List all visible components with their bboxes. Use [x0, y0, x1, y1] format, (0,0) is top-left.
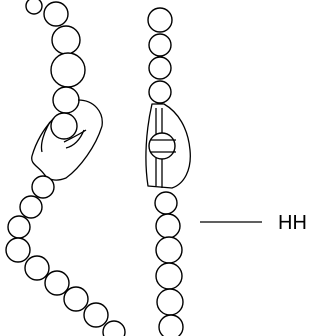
bead: [25, 0, 43, 15]
callout-label: HH: [278, 212, 307, 234]
bead: [7, 215, 31, 239]
bead: [83, 302, 109, 328]
bead: [155, 262, 183, 290]
bead: [155, 213, 181, 239]
bead: [158, 314, 184, 336]
bead: [50, 52, 86, 88]
right-clasp: [145, 103, 191, 189]
bead: [51, 25, 81, 55]
bead: [148, 33, 172, 57]
bead: [31, 175, 55, 199]
right-chain-upper: [147, 7, 173, 104]
bead: [43, 1, 69, 27]
left-clasp: [31, 99, 103, 181]
bead: [148, 132, 176, 160]
bead: [148, 80, 172, 104]
bead: [5, 237, 31, 263]
bead: [19, 195, 43, 219]
bead: [50, 112, 78, 140]
bead: [154, 191, 178, 215]
bead: [148, 56, 172, 80]
bead: [52, 86, 80, 114]
right-chain-lower: [154, 191, 184, 336]
bead: [147, 7, 173, 33]
bead: [44, 270, 70, 296]
left-chain-lower: [5, 175, 126, 336]
bead: [24, 255, 50, 281]
left-chain-upper: [25, 0, 86, 140]
bead: [63, 286, 89, 312]
bead: [102, 320, 126, 336]
bead: [156, 288, 184, 316]
bead: [155, 236, 183, 264]
callout: HH: [200, 212, 307, 234]
